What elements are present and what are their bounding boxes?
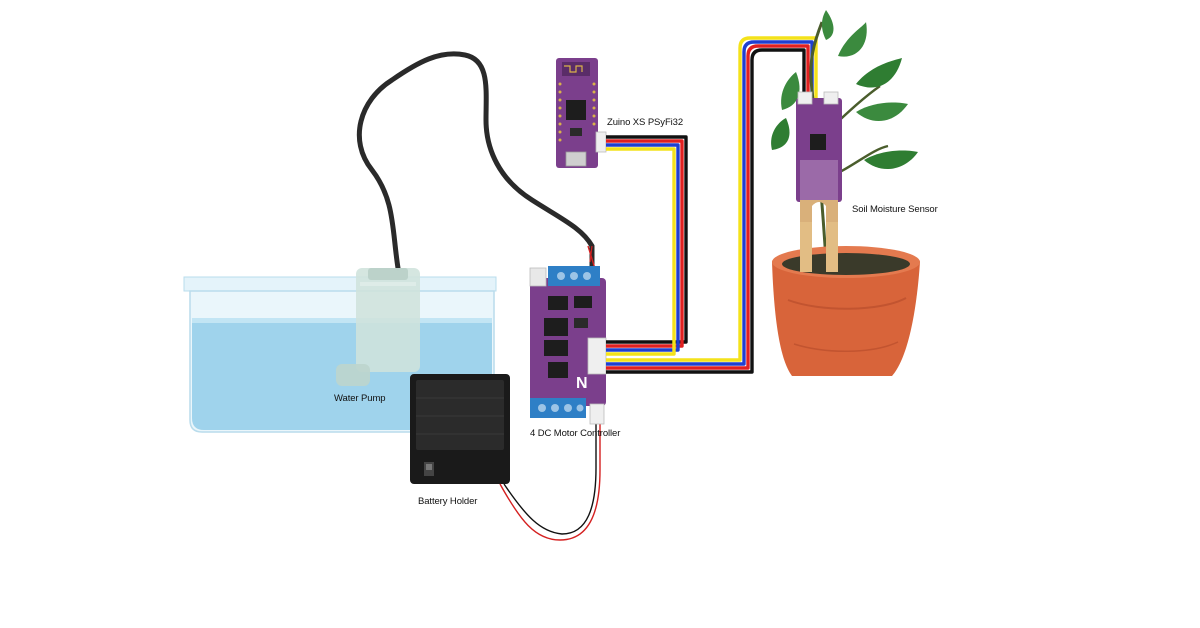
battery-black-wire <box>503 424 597 535</box>
motor-controller: N <box>529 266 607 425</box>
pump-cable <box>356 51 595 275</box>
soil-moisture-sensor <box>796 91 842 272</box>
ribbon-board-to-controller <box>606 135 688 356</box>
water-pump <box>336 268 420 386</box>
motor-controller-label: 4 DC Motor Controller <box>530 428 621 439</box>
microcontroller-board <box>556 58 607 168</box>
battery-red-wire <box>499 424 601 541</box>
water-pump-label: Water Pump <box>334 393 386 404</box>
sensor-label: Soil Moisture Sensor <box>852 204 938 215</box>
battery-holder <box>410 374 510 484</box>
svg-text:N: N <box>576 375 588 392</box>
battery-holder-label: Battery Holder <box>418 496 478 507</box>
board-label: Zuino XS PSyFi32 <box>607 117 684 128</box>
potted-plant <box>771 10 920 376</box>
ribbon-controller-to-sensor <box>606 36 818 374</box>
